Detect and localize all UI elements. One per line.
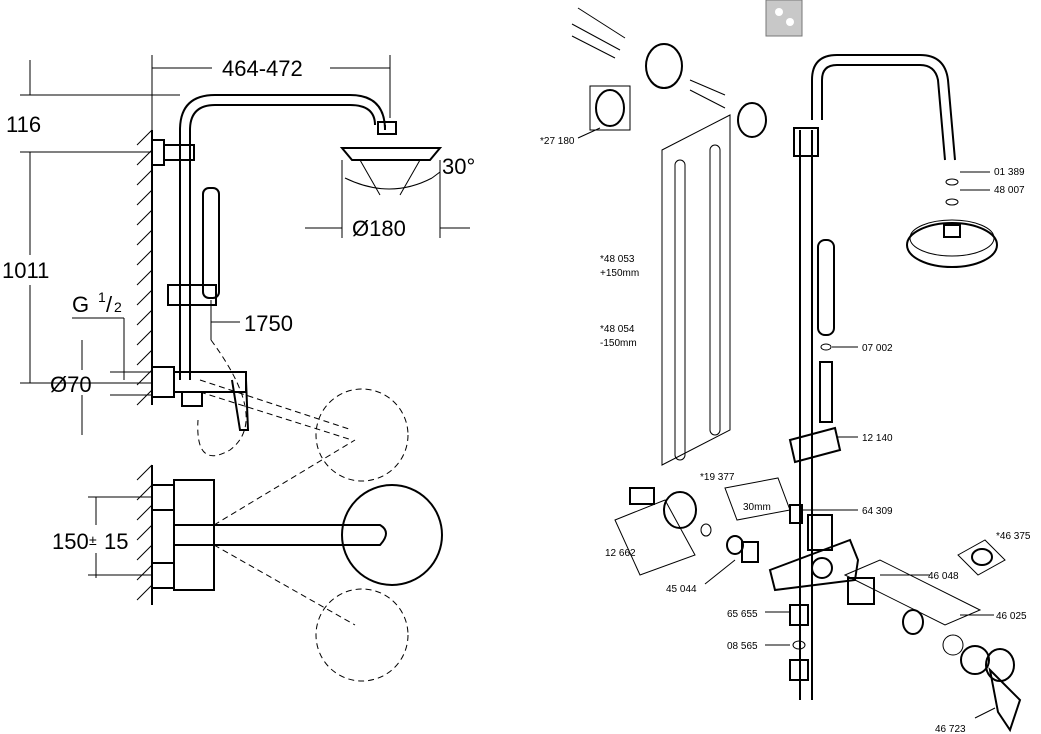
- mixer-body: [173, 371, 247, 393]
- shower-head-plan: [341, 484, 443, 586]
- part-12140: 12 140: [862, 433, 893, 444]
- hose-length-label: 1750: [244, 311, 293, 336]
- wall-connector: [151, 366, 175, 398]
- shower-arm-plan: [174, 524, 387, 546]
- part-12662: 12 662: [605, 548, 636, 559]
- hand-shower: [817, 239, 835, 336]
- mixer-plan: [173, 479, 215, 591]
- riser-pipe: [179, 94, 386, 380]
- width-label: 464-472: [222, 56, 303, 81]
- part-08565: 08 565: [727, 641, 758, 652]
- cartridge-outline: [843, 559, 982, 626]
- wrench-card: [724, 477, 791, 521]
- part-48053: *48 053: [600, 254, 635, 265]
- angle-label: 30°: [442, 154, 475, 179]
- wall-bracket: [151, 139, 165, 166]
- part-01389: 01 389: [994, 167, 1025, 178]
- part-46375: *46 375: [996, 531, 1031, 542]
- spacing-pm: ±: [89, 532, 97, 548]
- part-07002: 07 002: [862, 343, 893, 354]
- part-19377: *19 377: [700, 472, 735, 483]
- dimension-drawing: 30° Ø180 464-472 116 1011 G 1 / 2 Ø70: [2, 55, 475, 682]
- cartridge: [847, 577, 875, 605]
- wall-hatch: [136, 129, 153, 406]
- thread-num: 1: [98, 289, 106, 305]
- part-48054: *48 054: [600, 324, 635, 335]
- part-45044: 45 044: [666, 584, 697, 595]
- lever-swing-circle: [315, 388, 409, 482]
- svg-text:/: /: [106, 292, 113, 317]
- part-46048: 46 048: [928, 571, 959, 582]
- thread-base: G: [72, 292, 89, 317]
- spare-cap: [957, 539, 1006, 576]
- svg-text:+150mm: +150mm: [600, 268, 639, 279]
- height-label: 1011: [2, 258, 49, 283]
- shower-head: [339, 147, 443, 161]
- hose: [197, 339, 247, 457]
- part-46723: 46 723: [935, 724, 966, 734]
- handle-cap: [960, 645, 990, 675]
- pipe-diameter-label: Ø70: [50, 372, 92, 397]
- thread-den: 2: [114, 299, 122, 315]
- shower-head: [906, 222, 998, 268]
- grohe-parts-icon: [765, 0, 803, 37]
- spacing-a: 150: [52, 529, 89, 554]
- slider: [788, 426, 842, 464]
- angle-arc: [344, 177, 433, 190]
- shower-head-joint: [377, 121, 397, 135]
- wall-rosette: [645, 43, 683, 89]
- hose: [819, 361, 833, 423]
- top-offset-label: 116: [6, 112, 41, 137]
- lever-handle: [988, 666, 1022, 733]
- part-46025: 46 025: [996, 611, 1027, 622]
- head-diameter-label: Ø180: [352, 216, 406, 241]
- rail-panel: [661, 114, 731, 466]
- part-27180: *27 180: [540, 136, 575, 147]
- rosette-12662: [663, 491, 697, 529]
- exploded-view: *27 180 *48 053 +150mm *48 054 -150mm 01…: [540, 0, 1031, 734]
- valve-65655: [789, 604, 809, 626]
- svg-text:-150mm: -150mm: [600, 338, 637, 349]
- svg-text:30mm: 30mm: [743, 502, 771, 513]
- mixer-lever: [231, 379, 250, 431]
- part-65655: 65 655: [727, 609, 758, 620]
- spacing-b: 15: [104, 529, 128, 554]
- mixer-body: [768, 538, 860, 592]
- part-64309: 64 309: [862, 506, 893, 517]
- shower-arm: [811, 54, 956, 161]
- part-48007: 48 007: [994, 185, 1025, 196]
- slider: [167, 284, 217, 306]
- hand-shower: [202, 187, 220, 299]
